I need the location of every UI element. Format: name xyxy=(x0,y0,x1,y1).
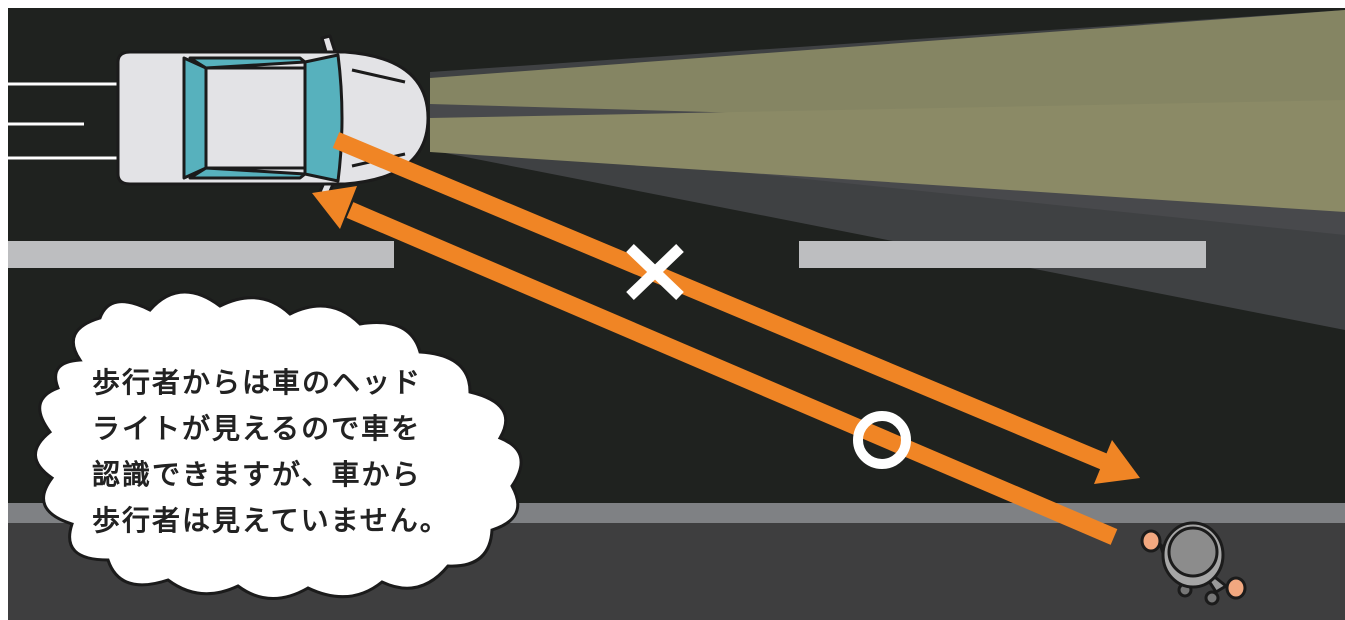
speech-bubble-text: 歩行者からは車のヘッド ライトが見えるので車を 認識できますが、車から 歩行者は… xyxy=(92,360,502,544)
speech-bubble xyxy=(34,290,523,600)
lane-marking xyxy=(8,241,394,268)
headlight-beam-lower xyxy=(430,100,1345,212)
caption-line: 歩行者からは車のヘッド xyxy=(92,366,423,399)
arrow-car-to-pedestrian xyxy=(332,132,1140,484)
caption-line: 認識できますが、車から xyxy=(92,458,422,491)
arrow-pedestrian-to-car xyxy=(312,186,1118,545)
caption-line: 歩行者は見えていません。 xyxy=(92,504,450,537)
caption-line: ライトが見えるので車を xyxy=(92,412,422,445)
cross-icon xyxy=(626,244,684,300)
car-icon xyxy=(116,34,430,198)
lane-marking xyxy=(799,241,1206,268)
pedestrian-icon xyxy=(1140,521,1247,606)
circle-icon xyxy=(853,411,911,469)
headlight-beam-upper xyxy=(430,10,1345,130)
